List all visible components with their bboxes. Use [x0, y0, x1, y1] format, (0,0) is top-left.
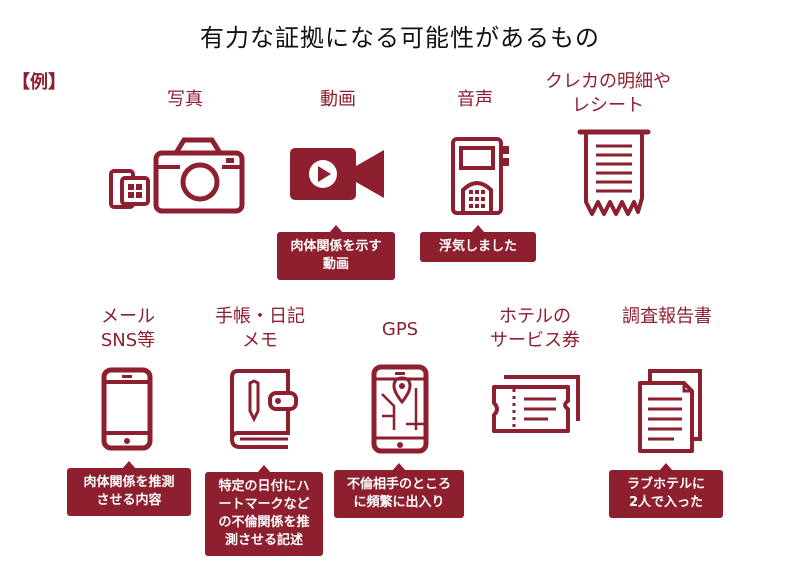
label-audio: 音声: [457, 89, 493, 110]
callout-notebook: 特定の日付にハ ートマークなど の不倫関係を推 測させる記述: [205, 465, 323, 556]
label-hotel-ticket: ホテルの サービス券: [490, 306, 580, 351]
callout-gps: 不倫相手のところ に頻繁に出入り: [334, 463, 464, 518]
notebook-icon: [226, 367, 302, 453]
label-gps: GPS: [381, 319, 419, 340]
callout-mail-sns: 肉体関係を推測 させる内容: [67, 461, 191, 516]
ticket-icon: [490, 373, 582, 435]
page-title: 有力な証拠になる可能性があるもの: [200, 24, 600, 52]
label-receipt: クレカの明細や レシート: [545, 71, 671, 116]
report-documents-icon: [636, 367, 708, 457]
label-video: 動画: [320, 89, 356, 110]
smartphone-icon: [100, 367, 156, 453]
label-report: 調査報告書: [622, 306, 712, 327]
label-notebook: 手帳・日記 メモ: [215, 306, 305, 351]
callout-report: ラブホテルに 2人で入った: [609, 463, 723, 518]
callout-video: 肉体関係を示す 動画: [277, 225, 395, 280]
example-label: 【例】: [12, 72, 66, 93]
callout-audio: 浮気しました: [420, 225, 536, 262]
receipt-icon: [576, 128, 652, 220]
label-mail-sns: メール SNS等: [100, 306, 156, 351]
voice-recorder-icon: [447, 136, 517, 216]
gps-phone-icon: [370, 364, 432, 456]
video-camera-icon: [288, 146, 388, 202]
camera-icon: [108, 135, 248, 215]
label-photo: 写真: [167, 89, 203, 110]
